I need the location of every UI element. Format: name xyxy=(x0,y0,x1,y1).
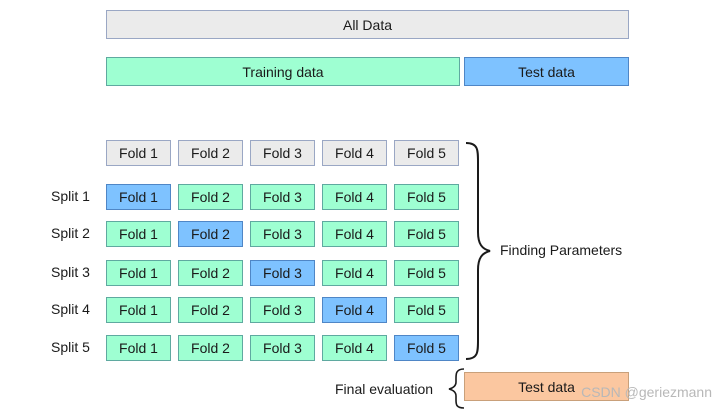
split-1-fold-5-train: Fold 5 xyxy=(394,184,459,210)
split-3-fold-2-train: Fold 2 xyxy=(178,260,243,286)
final-test-data-label: Test data xyxy=(518,378,575,395)
fold-header-3: Fold 3 xyxy=(250,140,315,166)
test-data-bar: Test data xyxy=(464,57,629,86)
split-2-fold-1-train: Fold 1 xyxy=(106,221,171,247)
split-1-fold-2-train: Fold 2 xyxy=(178,184,243,210)
split-label-3: Split 3 xyxy=(51,264,90,280)
fold-header-2: Fold 2 xyxy=(178,140,243,166)
split-label-4: Split 4 xyxy=(51,301,90,317)
split-5-fold-1-train: Fold 1 xyxy=(106,335,171,361)
split-4-fold-3-train: Fold 3 xyxy=(250,297,315,323)
split-3-fold-5-train: Fold 5 xyxy=(394,260,459,286)
split-4-fold-4-test: Fold 4 xyxy=(322,297,387,323)
finding-parameters-label: Finding Parameters xyxy=(500,242,623,258)
split-1-fold-1-test: Fold 1 xyxy=(106,184,171,210)
split-4-fold-1-train: Fold 1 xyxy=(106,297,171,323)
all-data-label: All Data xyxy=(342,16,393,33)
final-evaluation-label: Final evaluation xyxy=(335,381,434,397)
watermark: CSDN @geriezmann xyxy=(581,384,712,400)
training-data-bar: Training data xyxy=(106,57,460,86)
split-2-fold-2-test: Fold 2 xyxy=(178,221,243,247)
split-4-fold-5-train: Fold 5 xyxy=(394,297,459,323)
split-3-fold-3-test: Fold 3 xyxy=(250,260,315,286)
final-test-data-bar: Test data xyxy=(464,372,629,401)
split-2-fold-4-train: Fold 4 xyxy=(322,221,387,247)
fold-header-1: Fold 1 xyxy=(106,140,171,166)
fold-header-4: Fold 4 xyxy=(322,140,387,166)
split-3-fold-4-train: Fold 4 xyxy=(322,260,387,286)
split-1-fold-3-train: Fold 3 xyxy=(250,184,315,210)
split-4-fold-2-train: Fold 2 xyxy=(178,297,243,323)
split-2-fold-3-train: Fold 3 xyxy=(250,221,315,247)
split-5-fold-3-train: Fold 3 xyxy=(250,335,315,361)
split-label-2: Split 2 xyxy=(51,225,90,241)
split-5-fold-2-train: Fold 2 xyxy=(178,335,243,361)
split-label-5: Split 5 xyxy=(51,339,90,355)
all-data-bar: All Data xyxy=(106,10,629,39)
split-label-1: Split 1 xyxy=(51,188,90,204)
test-data-label: Test data xyxy=(518,63,575,80)
split-5-fold-5-test: Fold 5 xyxy=(394,335,459,361)
training-data-label: Training data xyxy=(242,63,324,80)
split-2-fold-5-train: Fold 5 xyxy=(394,221,459,247)
split-1-fold-4-train: Fold 4 xyxy=(322,184,387,210)
split-5-fold-4-train: Fold 4 xyxy=(322,335,387,361)
split-3-fold-1-train: Fold 1 xyxy=(106,260,171,286)
fold-header-5: Fold 5 xyxy=(394,140,459,166)
